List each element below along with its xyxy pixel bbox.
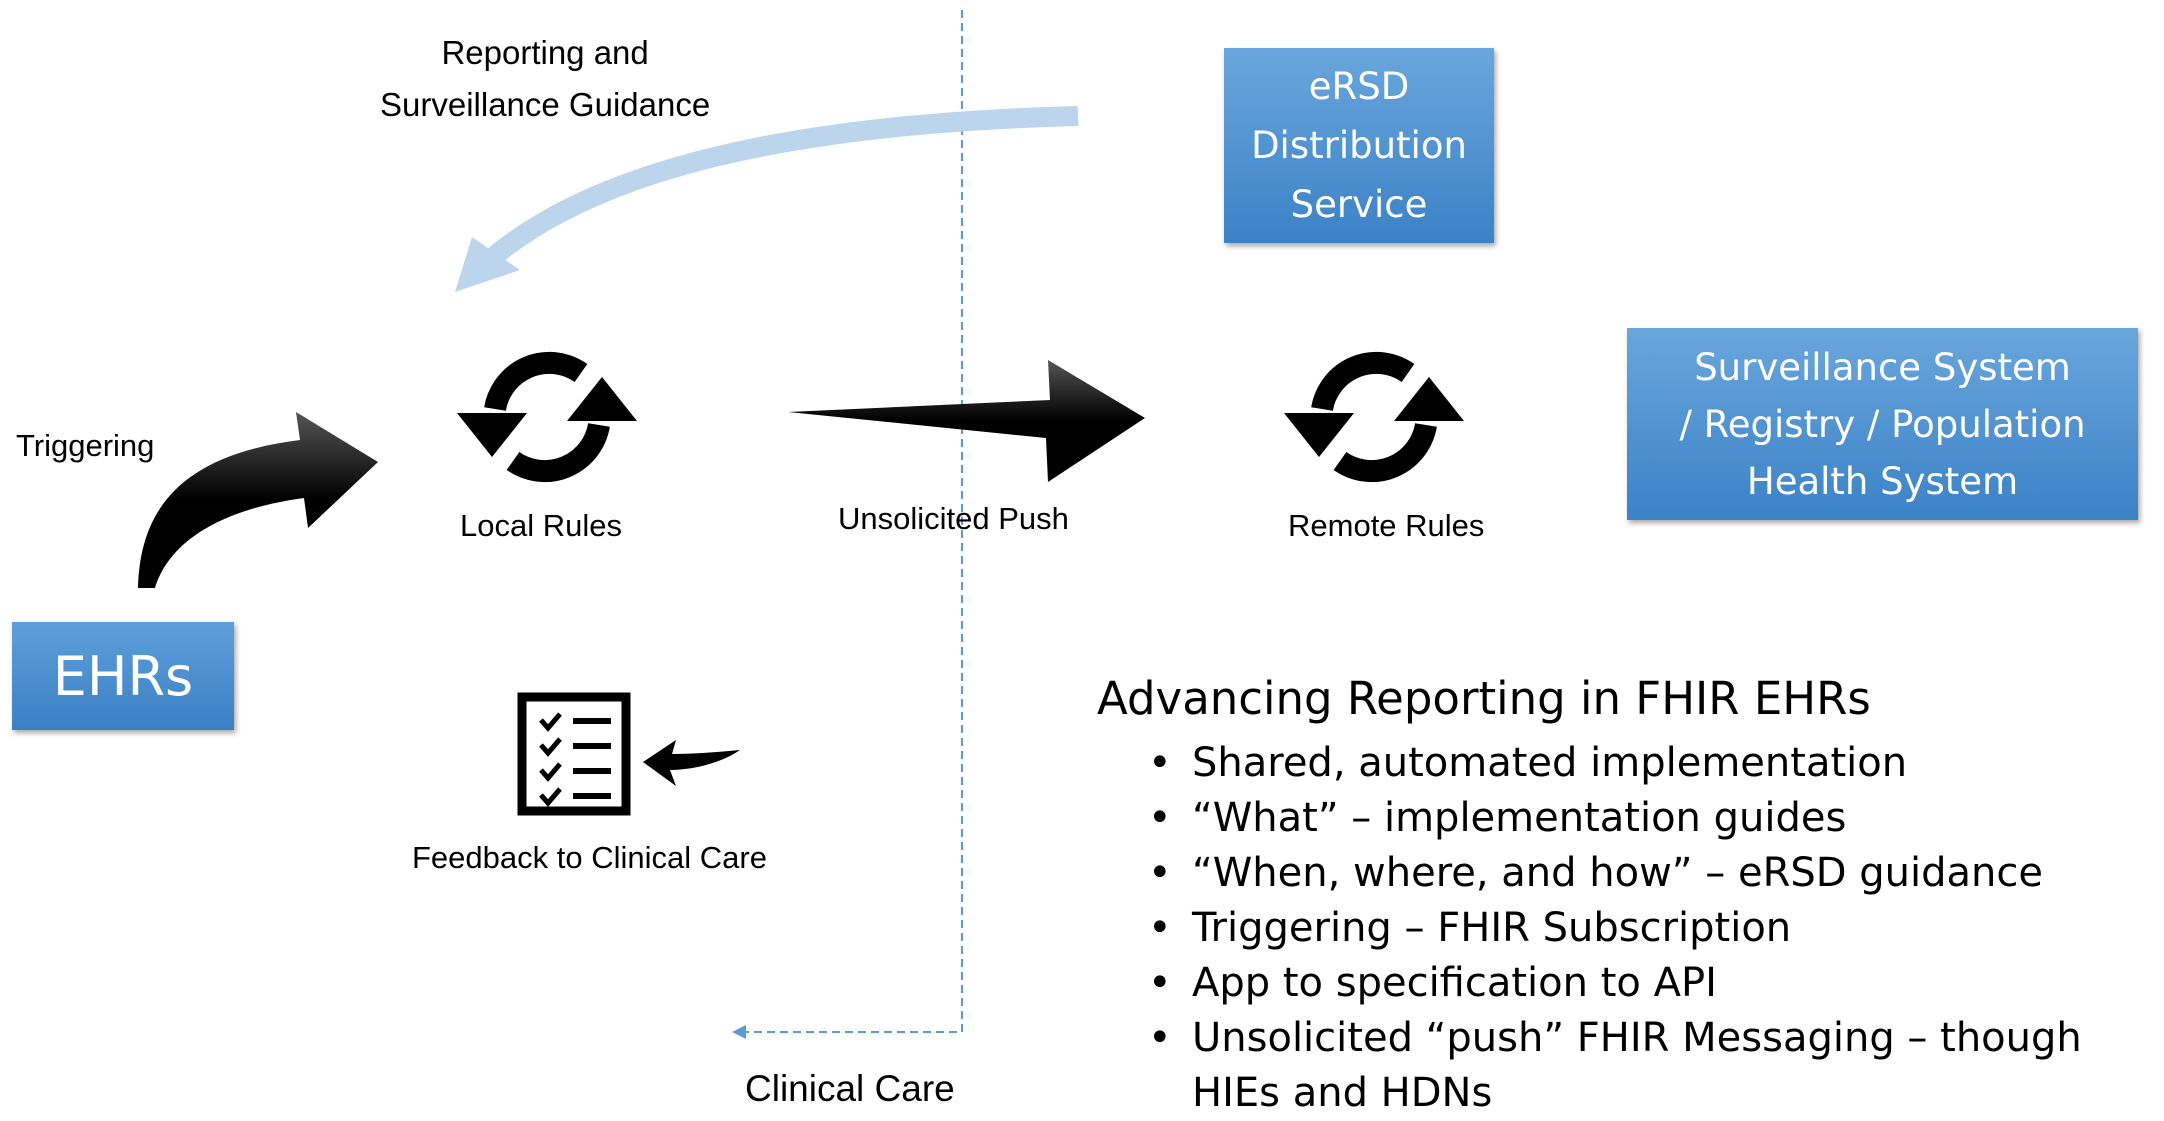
remote-rules-sync-icon xyxy=(1284,351,1464,483)
ehrs-label: EHRs xyxy=(52,644,194,708)
summary-bullet: App to specification to API xyxy=(1148,956,2082,1011)
triggering-label: Triggering xyxy=(16,428,155,463)
clinical-boundary-arrowhead xyxy=(732,1025,746,1039)
clinical-care-label: Clinical Care xyxy=(745,1068,955,1109)
feedback-label: Feedback to Clinical Care xyxy=(412,840,767,875)
triggering-arrow xyxy=(138,412,378,588)
summary-bullet: HIEs and HDNs xyxy=(1192,1070,1493,1116)
ersd-distribution-service-box: eRSD Distribution Service xyxy=(1224,48,1494,243)
surveillance-line-1: Surveillance System xyxy=(1694,345,2071,389)
ersd-line-1: eRSD xyxy=(1308,65,1410,108)
summary-bullet: Triggering – FHIR Subscription xyxy=(1148,901,2082,956)
guidance-arrow xyxy=(485,106,1079,266)
guidance-arrowhead xyxy=(455,237,520,292)
summary-title: Advancing Reporting in FHIR EHRs xyxy=(1097,672,1871,725)
remote-rules-label: Remote Rules xyxy=(1288,508,1485,543)
local-rules-label: Local Rules xyxy=(460,508,622,543)
local-rules-sync-icon xyxy=(457,351,637,483)
ehrs-box: EHRs xyxy=(12,622,234,730)
push-arrow xyxy=(788,360,1145,482)
feedback-arrow xyxy=(643,740,740,786)
summary-bullet-list: Shared, automated implementation “What” … xyxy=(1148,736,2082,1121)
ersd-line-2: Distribution xyxy=(1251,124,1467,167)
summary-bullet: “When, where, and how” – eRSD guidance xyxy=(1148,846,2082,901)
ersd-line-3: Service xyxy=(1290,183,1428,226)
surveillance-line-2: / Registry / Population xyxy=(1679,402,2086,446)
surveillance-system-box: Surveillance System / Registry / Populat… xyxy=(1627,328,2138,520)
summary-bullet: Shared, automated implementation xyxy=(1148,736,2082,791)
reporting-guidance-line-1: Reporting and xyxy=(441,34,649,71)
clinical-boundary-line xyxy=(745,10,963,1033)
summary-bullet: “What” – implementation guides xyxy=(1148,791,2082,846)
unsolicited-push-label: Unsolicited Push xyxy=(838,501,1069,536)
surveillance-line-3: Health System xyxy=(1746,459,2019,503)
summary-bullet: Unsolicited “push” FHIR Messaging – thou… xyxy=(1148,1011,2082,1066)
reporting-guidance-label: Reporting and Surveillance Guidance xyxy=(380,27,710,131)
checklist-icon xyxy=(517,692,631,816)
reporting-guidance-line-2: Surveillance Guidance xyxy=(380,86,711,123)
